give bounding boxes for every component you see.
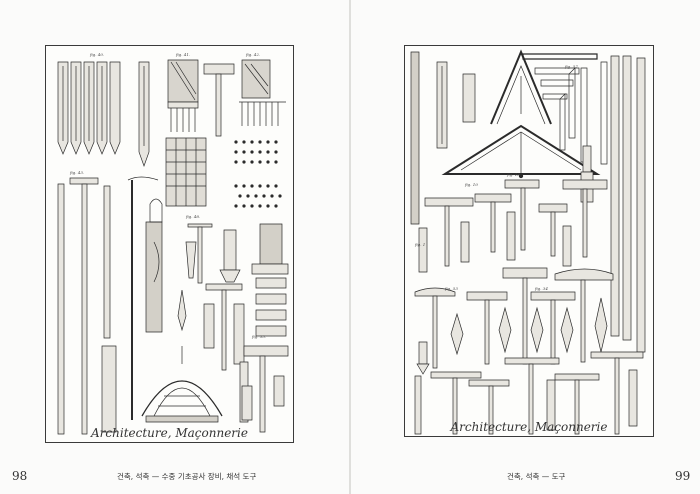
grillage-board-illustration — [167, 59, 199, 132]
svg-text:fig. 48.: fig. 48. — [185, 214, 200, 219]
trowels-row-illustration — [418, 179, 608, 273]
lattice-grid-illustration — [165, 137, 207, 207]
svg-text:fig. 34: fig. 34 — [534, 286, 548, 291]
tripod-crane-illustration — [141, 346, 223, 423]
pick-axe-illustration — [127, 176, 159, 420]
svg-text:fig. 53: fig. 53 — [444, 286, 458, 291]
svg-text:fig. 42.: fig. 42. — [245, 52, 260, 57]
wooden-stakes-illustration — [57, 61, 121, 155]
rake-grid-illustration — [239, 59, 286, 126]
long-pole-illustration — [57, 177, 117, 435]
left-plate-figure-labels: fig. 40. fig. 41. fig. 42. fig. 43. fig. 48… — [69, 52, 266, 339]
dot-grid-illustration — [234, 140, 282, 208]
svg-text:fig. 40.: fig. 40. — [89, 52, 104, 57]
set-square-illustration — [522, 53, 608, 165]
auger-tool-illustration — [185, 223, 241, 284]
right-column-tools-illustration — [239, 345, 289, 433]
chisels-row-illustration — [416, 297, 608, 375]
left-plate-caption: Architecture, Maçonnerie — [91, 426, 248, 440]
right-plate-caption: Architecture, Maçonnerie — [450, 420, 608, 434]
svg-text:fig. 16: fig. 16 — [506, 172, 520, 177]
svg-text:fig. 43.: fig. 43. — [69, 170, 84, 175]
left-page-number: 98 — [12, 469, 28, 483]
level-staff-illustration — [410, 51, 476, 225]
long-rule-illustration — [610, 55, 646, 353]
svg-text:fig. 10: fig. 10 — [464, 182, 478, 187]
pile-driver-illustration — [145, 198, 163, 333]
left-engraving-plate: fig. 40. fig. 41. fig. 42. fig. 43. fig. 48… — [45, 45, 294, 443]
picks-row-illustration — [414, 267, 614, 369]
bottom-tools-row-illustration — [414, 351, 644, 435]
maul-tool-illustration — [203, 63, 235, 137]
svg-text:fig. 55.: fig. 55. — [251, 334, 266, 339]
svg-text:fig. 41.: fig. 41. — [175, 52, 190, 57]
right-plate-engraving: fig. 1 fig. 10 fig. 16 fig. 57 fig. 53 fig. … — [410, 49, 646, 435]
right-plate-figure-labels: fig. 1 fig. 10 fig. 16 fig. 57 fig. 53 fig. … — [414, 64, 578, 291]
svg-text:fig. 57: fig. 57 — [564, 64, 578, 69]
svg-text:fig. 1: fig. 1 — [414, 242, 425, 247]
left-running-head: 건축, 석축 — 수중 기초공사 장비, 채석 도구 — [117, 472, 257, 481]
left-plate-engraving: fig. 40. fig. 41. fig. 42. fig. 43. fig. 48… — [57, 52, 289, 435]
right-page-number: 99 — [675, 469, 691, 483]
hammer-illustration — [177, 283, 245, 371]
right-engraving-plate: fig. 1 fig. 10 fig. 16 fig. 57 fig. 53 fig. … — [404, 45, 654, 437]
builders-square-illustration — [441, 49, 601, 179]
pointed-pile-illustration — [138, 61, 150, 168]
brick-stack-illustration — [251, 223, 289, 337]
book-gutter — [349, 0, 351, 494]
right-running-head: 건축, 석축 — 도구 — [507, 472, 566, 481]
